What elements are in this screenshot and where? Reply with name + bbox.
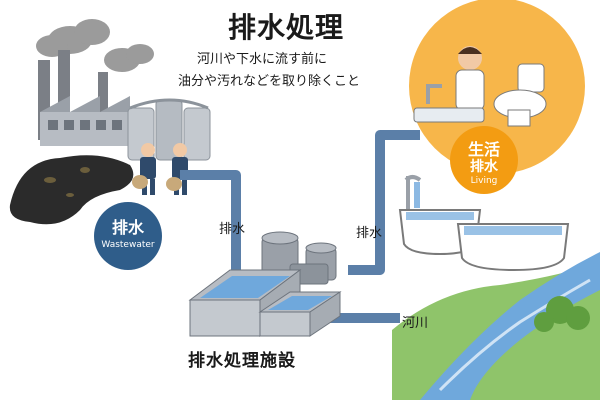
- factory-icon: [38, 50, 132, 146]
- river-icon: [420, 252, 600, 400]
- wastewater-badge-label: 排水: [111, 218, 144, 237]
- toilet-icon: [493, 63, 547, 127]
- facility-label: 排水処理施設: [188, 351, 296, 371]
- living-badge-line1: 生活: [467, 140, 500, 159]
- subtitle-line-1: 河川や下水に流す前に: [197, 52, 328, 67]
- treatment-facility-icon: [188, 231, 342, 337]
- storage-tanks-icon: [127, 98, 211, 161]
- living-badge-circle: [450, 126, 518, 194]
- wastewater-badge-circle: [94, 202, 162, 270]
- bushes-icon: [534, 296, 590, 332]
- pipe-label-left: 排水: [219, 222, 246, 237]
- wastewater-badge-sublabel: Wastewater: [101, 240, 155, 250]
- oily-sludge: [9, 155, 134, 225]
- river-highlight: [438, 278, 591, 392]
- bathtubs-icon: [398, 175, 570, 272]
- living-badge-line2: 排水: [470, 159, 498, 175]
- page-title: 排水処理: [228, 11, 345, 44]
- person-washing-icon: [413, 46, 485, 123]
- living-scene-circle: [409, 0, 585, 174]
- pipes: [180, 130, 420, 323]
- living-badge-sublabel: Living: [470, 176, 498, 186]
- pipe-label-right: 排水: [356, 226, 383, 241]
- subtitle-line-2: 油分や汚れなどを取り除くこと: [178, 74, 361, 89]
- river-label: 河川: [402, 316, 429, 331]
- smoke-clouds: [36, 19, 154, 72]
- sludge-spots: [44, 167, 90, 197]
- workers-icon: [132, 143, 188, 195]
